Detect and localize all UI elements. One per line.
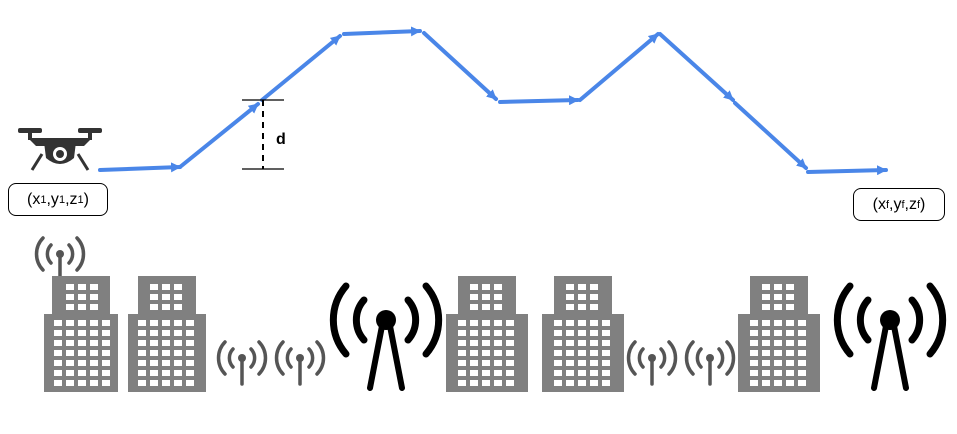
trajectory-segment [658, 32, 735, 102]
trajectory-segment [342, 26, 422, 37]
end-x: (x [872, 195, 886, 213]
cell-tower-icon [833, 282, 947, 391]
height-label: d [276, 131, 286, 148]
start-z: ,z [65, 190, 78, 208]
trajectory-segment [733, 101, 808, 170]
rooftop-antenna-icon [34, 236, 86, 280]
end-close: ) [920, 195, 926, 213]
small-antenna-icon [626, 340, 678, 386]
end-y: ,y [889, 195, 902, 213]
trajectory-segment [578, 32, 660, 102]
trajectory-segment [498, 95, 580, 106]
small-antenna-icon [216, 340, 268, 386]
trajectory-segment [260, 34, 342, 102]
end-z-subscript: f [916, 198, 921, 211]
uav-trajectory [98, 26, 888, 176]
trajectory-segment [98, 162, 182, 173]
building-icon [738, 276, 820, 392]
end-x-subscript: f [885, 198, 890, 211]
start-z-subscript: 1 [77, 193, 84, 206]
building-icon [446, 276, 528, 392]
height-marker [242, 99, 284, 170]
end-y-subscript: f [901, 198, 905, 211]
cell-tower-icon [329, 282, 443, 391]
end-z: ,z [904, 195, 917, 213]
small-antenna-icon [274, 340, 326, 386]
drone-icon [18, 128, 102, 171]
trajectory-segment [178, 102, 260, 169]
trajectory-segment [422, 31, 498, 101]
trajectory-segment [806, 165, 888, 176]
start-close: ) [83, 190, 89, 208]
small-antenna-icon [684, 340, 736, 386]
start-x: (x [27, 190, 41, 208]
start-x-subscript: 1 [40, 193, 47, 206]
building-icon [542, 276, 624, 392]
start-y-subscript: 1 [58, 193, 66, 206]
building-icon [44, 276, 118, 392]
building-icon [128, 276, 206, 392]
start-y: ,y [46, 190, 59, 208]
